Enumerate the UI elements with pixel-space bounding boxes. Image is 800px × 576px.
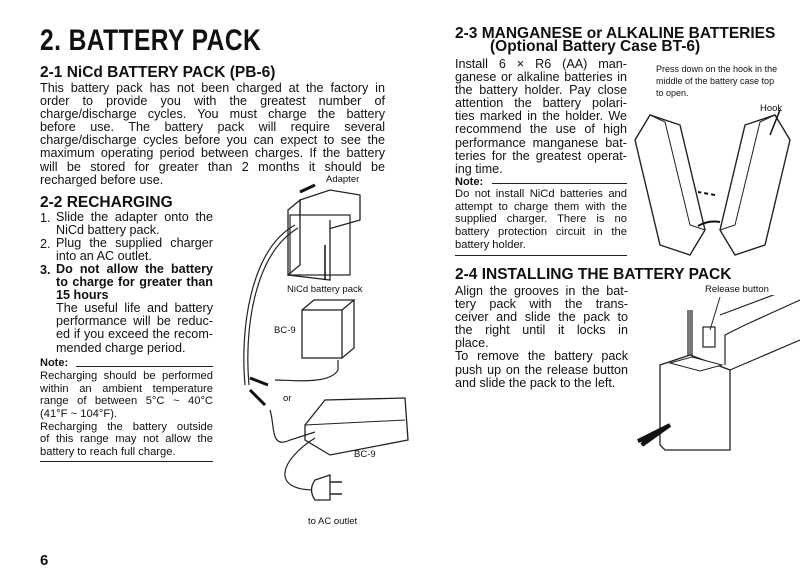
or-label: or: [283, 393, 292, 404]
text-line: within an ambient temperature: [40, 382, 213, 395]
text-line: Do not install NiCd batteries and: [455, 188, 627, 200]
text-line: will be stored for greater than 2 months…: [40, 159, 385, 174]
section-2-4-body: Align the grooves in the bat-tery pack w…: [455, 284, 628, 390]
caption-line: to open.: [656, 88, 689, 98]
step-number: 2.: [40, 237, 51, 251]
text-line: Recharging should be performed: [40, 370, 213, 382]
text-line: battery holder.: [455, 238, 526, 251]
text-line: mended charge period.: [56, 340, 186, 355]
text-line: Slide the adapter onto the: [56, 210, 213, 224]
section-2-3-heading: 2-3 MANGANESE or ALKALINE BATTERIES: [455, 25, 776, 42]
text-line: teries for the greatest operat-: [455, 148, 627, 163]
text-line: tery pack with the trans-: [455, 297, 628, 312]
text-line: range of between 5°C ~ 40°C: [40, 395, 213, 408]
section-2-1-body: This battery pack has not been charged a…: [40, 81, 385, 187]
note-label: Note:: [455, 176, 484, 188]
text-line: of this range may not allow the: [40, 433, 213, 446]
text-line: maximum operating period between charges…: [40, 146, 385, 161]
text-line: before use. The battery pack will requir…: [40, 120, 385, 135]
install-pack-illustration: [637, 295, 800, 451]
note-divider: [492, 183, 627, 184]
section-2-1-heading: 2-1 NiCd BATTERY PACK (PB-6): [40, 64, 276, 81]
text-line: attention the battery polari-: [455, 96, 627, 111]
text-line: performance manganese bat-: [455, 135, 627, 150]
battery-case-caption: Press down on the hook in the middle of …: [656, 63, 777, 99]
text-line: Recharging the battery outside: [40, 420, 213, 433]
charger-label: BC-9: [354, 449, 376, 460]
recharging-illustration: [243, 183, 409, 501]
text-line: Align the grooves in the bat-: [455, 284, 628, 298]
text-line: charge/discharge cycles. You must charge…: [40, 107, 385, 122]
text-line: charge/discharge cycles before you can e…: [40, 133, 385, 148]
text-line: ganese or alkaline batteries in: [455, 70, 627, 85]
text-line: supplied charger. There is no: [455, 213, 627, 226]
text-line: into an AC outlet.: [56, 249, 152, 264]
text-line: ceiver and slide the pack to: [455, 310, 628, 325]
caption-line: middle of the battery case top: [656, 76, 775, 86]
text-line: The useful life and battery: [56, 301, 213, 316]
text-line: ing time.: [455, 161, 503, 176]
note-divider: [455, 255, 627, 256]
section-2-2-heading: 2-2 RECHARGING: [40, 194, 173, 211]
text-line: This battery pack has not been charged a…: [40, 81, 385, 95]
text-line: battery protection circuit in the: [455, 226, 627, 239]
page-title: 2. BATTERY PACK: [40, 24, 262, 57]
page-number: 6: [40, 552, 49, 569]
note-label: Note:: [40, 357, 69, 369]
battery-pack-label: NiCd battery pack: [287, 284, 363, 295]
text-line: to charge for greater than: [56, 275, 213, 290]
text-line: To remove the battery pack: [455, 349, 628, 364]
text-line: Do not allow the battery: [56, 262, 213, 276]
text-line: push up on the release button: [455, 362, 628, 377]
section-2-3-subheading: (Optional Battery Case BT-6): [490, 38, 701, 55]
text-line: NiCd battery pack.: [56, 223, 160, 238]
text-line: performance will be reduc-: [56, 314, 213, 329]
text-line: 15 hours: [56, 288, 109, 303]
text-line: the battery holder. Pay close: [455, 83, 627, 98]
note-divider: [76, 366, 213, 367]
text-line: ties marked in the holder. We: [455, 109, 627, 124]
text-line: attempt to charge them with the: [455, 200, 627, 213]
text-line: ed if you exceed the recom-: [56, 327, 213, 342]
release-button-label: Release button: [705, 284, 769, 295]
hook-label: Hook: [760, 103, 783, 114]
text-line: battery to reach full charge.: [40, 446, 176, 459]
section-2-3-body: Install 6 × R6 (AA) man-ganese or alkali…: [455, 57, 627, 176]
text-line: recharged before use.: [40, 172, 164, 187]
text-line: order to provide you with the greatest n…: [40, 94, 385, 109]
text-line: Plug the supplied charger: [56, 236, 213, 250]
step-number: 3.: [40, 263, 51, 277]
battery-case-illustration: [634, 110, 791, 256]
text-line: the right until it locks in: [455, 323, 628, 338]
text-line: Install 6 × R6 (AA) man-: [455, 57, 627, 71]
section-2-4-heading: 2-4 INSTALLING THE BATTERY PACK: [455, 266, 732, 283]
ac-outlet-label: to AC outlet: [308, 516, 358, 527]
caption-line: Press down on the hook in the: [656, 64, 778, 74]
text-line: recommend the use of high: [455, 122, 627, 137]
adapter-label: Adapter: [326, 174, 360, 185]
charger-label: BC-9: [274, 325, 296, 336]
text-line: place.: [455, 336, 489, 351]
text-line: and slide the pack to the left.: [455, 375, 616, 390]
text-line: (41°F ~ 104°F).: [40, 408, 118, 421]
note-divider: [40, 461, 213, 462]
step-number: 1.: [40, 211, 51, 225]
